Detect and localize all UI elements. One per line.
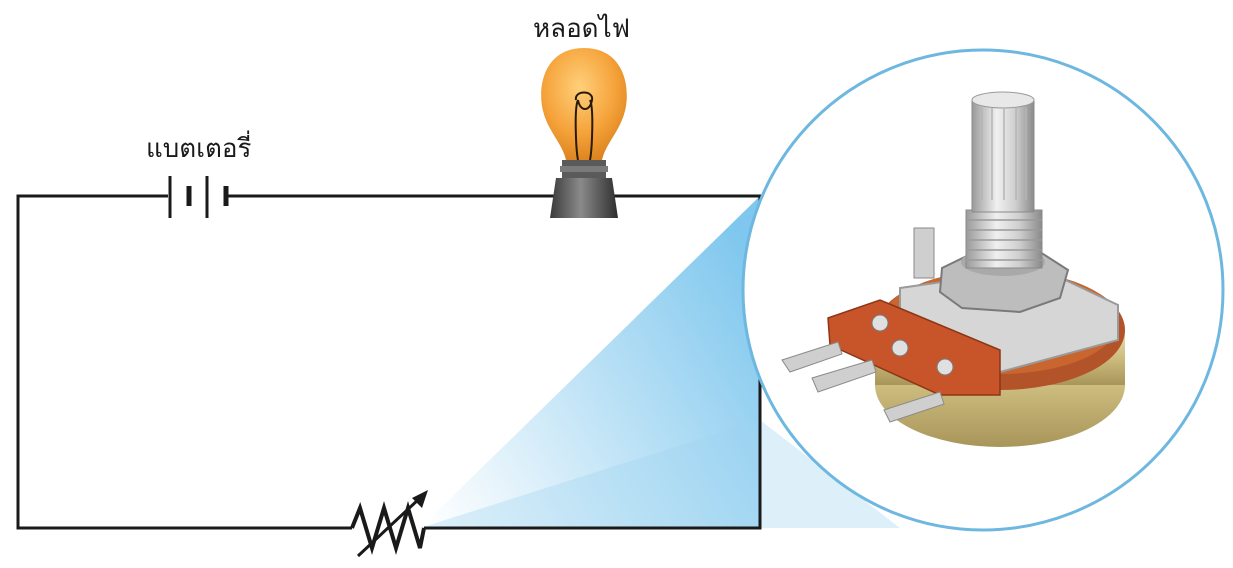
battery-symbol: [168, 176, 229, 218]
battery-label: แบตเตอรี่: [146, 134, 252, 164]
zoom-beam: [420, 196, 900, 528]
potentiometer-icon: [781, 91, 1125, 447]
light-bulb-icon: [541, 48, 627, 218]
zoom-circle: [741, 48, 1225, 532]
bulb-label: หลอดไฟ: [533, 14, 631, 44]
variable-resistor-symbol: [350, 490, 428, 558]
